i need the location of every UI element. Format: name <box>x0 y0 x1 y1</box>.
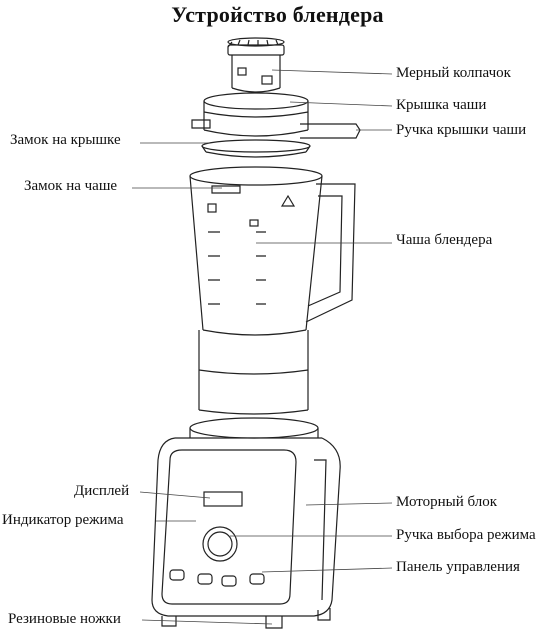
label-mode-indicator: Индикатор режима <box>2 512 124 528</box>
label-lid-handle: Ручка крышки чаши <box>396 122 527 138</box>
leader-control-panel <box>261 567 393 573</box>
label-motor-unit: Моторный блок <box>396 494 498 510</box>
motor-base <box>151 417 341 629</box>
label-control-panel: Панель управления <box>396 559 520 575</box>
label-measuring-cap: Мерный колпачок <box>396 65 511 81</box>
leader-measuring-cap <box>271 69 393 75</box>
label-display: Дисплей <box>74 483 130 499</box>
label-jar-lid: Крышка чаши <box>396 97 487 113</box>
leader-jar-lid <box>289 101 393 107</box>
leader-motor-unit <box>305 502 393 506</box>
leader-display <box>139 491 211 499</box>
leader-rubber-feet <box>141 619 273 625</box>
blender-jar <box>189 166 356 415</box>
label-lid-lock: Замок на крышке <box>10 132 121 148</box>
label-jar: Чаша блендера <box>396 232 493 248</box>
diagram-title: Устройство блендера <box>171 2 384 27</box>
label-rubber-feet: Резиновые ножки <box>8 611 121 627</box>
label-jar-lock: Замок на чаше <box>24 178 118 194</box>
jar-lid <box>191 92 361 158</box>
label-mode-knob: Ручка выбора режима <box>396 527 536 543</box>
measuring-cap <box>227 37 285 93</box>
